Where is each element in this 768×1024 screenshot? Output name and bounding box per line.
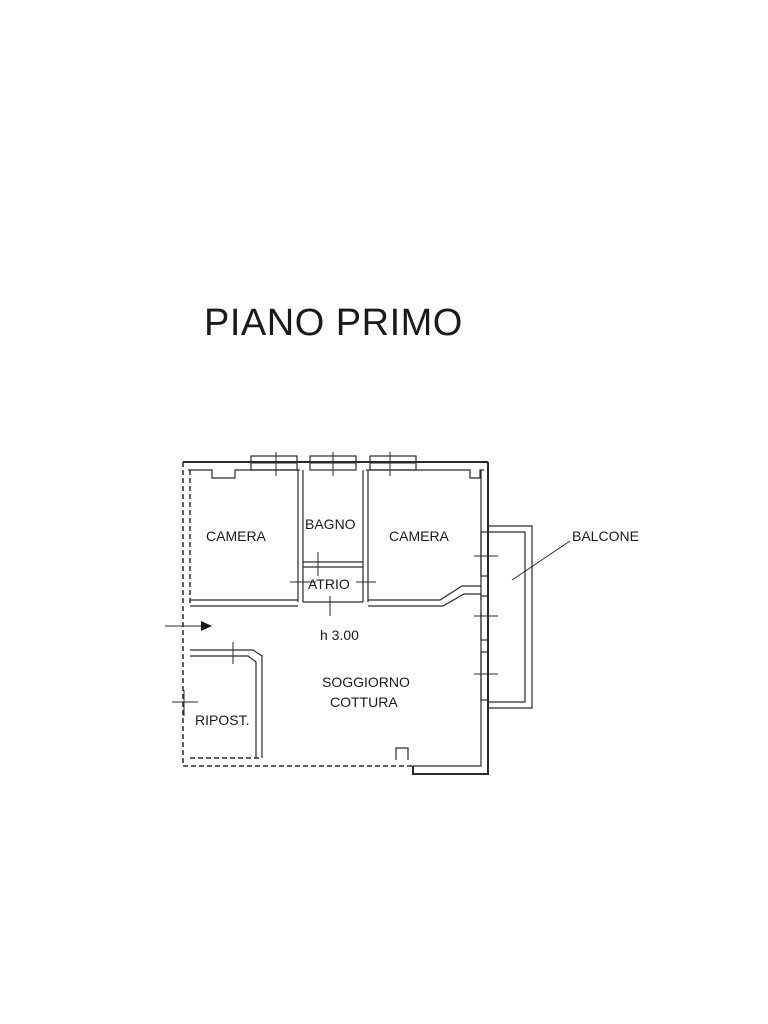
- label-bagno: BAGNO: [305, 516, 356, 532]
- label-atrio: ATRIO: [308, 576, 350, 592]
- label-camera-right: CAMERA: [389, 528, 450, 544]
- label-balcone: BALCONE: [572, 528, 639, 544]
- window-marks: [172, 452, 498, 716]
- label-height: h 3.00: [320, 627, 359, 643]
- balcony: [488, 525, 571, 709]
- interior-walls: [190, 470, 481, 758]
- entrance-arrow-icon: [165, 621, 212, 631]
- floor-title: PIANO PRIMO: [204, 302, 463, 344]
- label-cottura: COTTURA: [330, 694, 398, 710]
- label-soggiorno: SOGGIORNO: [322, 674, 410, 690]
- label-ripostiglio: RIPOST.: [195, 712, 249, 728]
- label-camera-left: CAMERA: [206, 528, 267, 544]
